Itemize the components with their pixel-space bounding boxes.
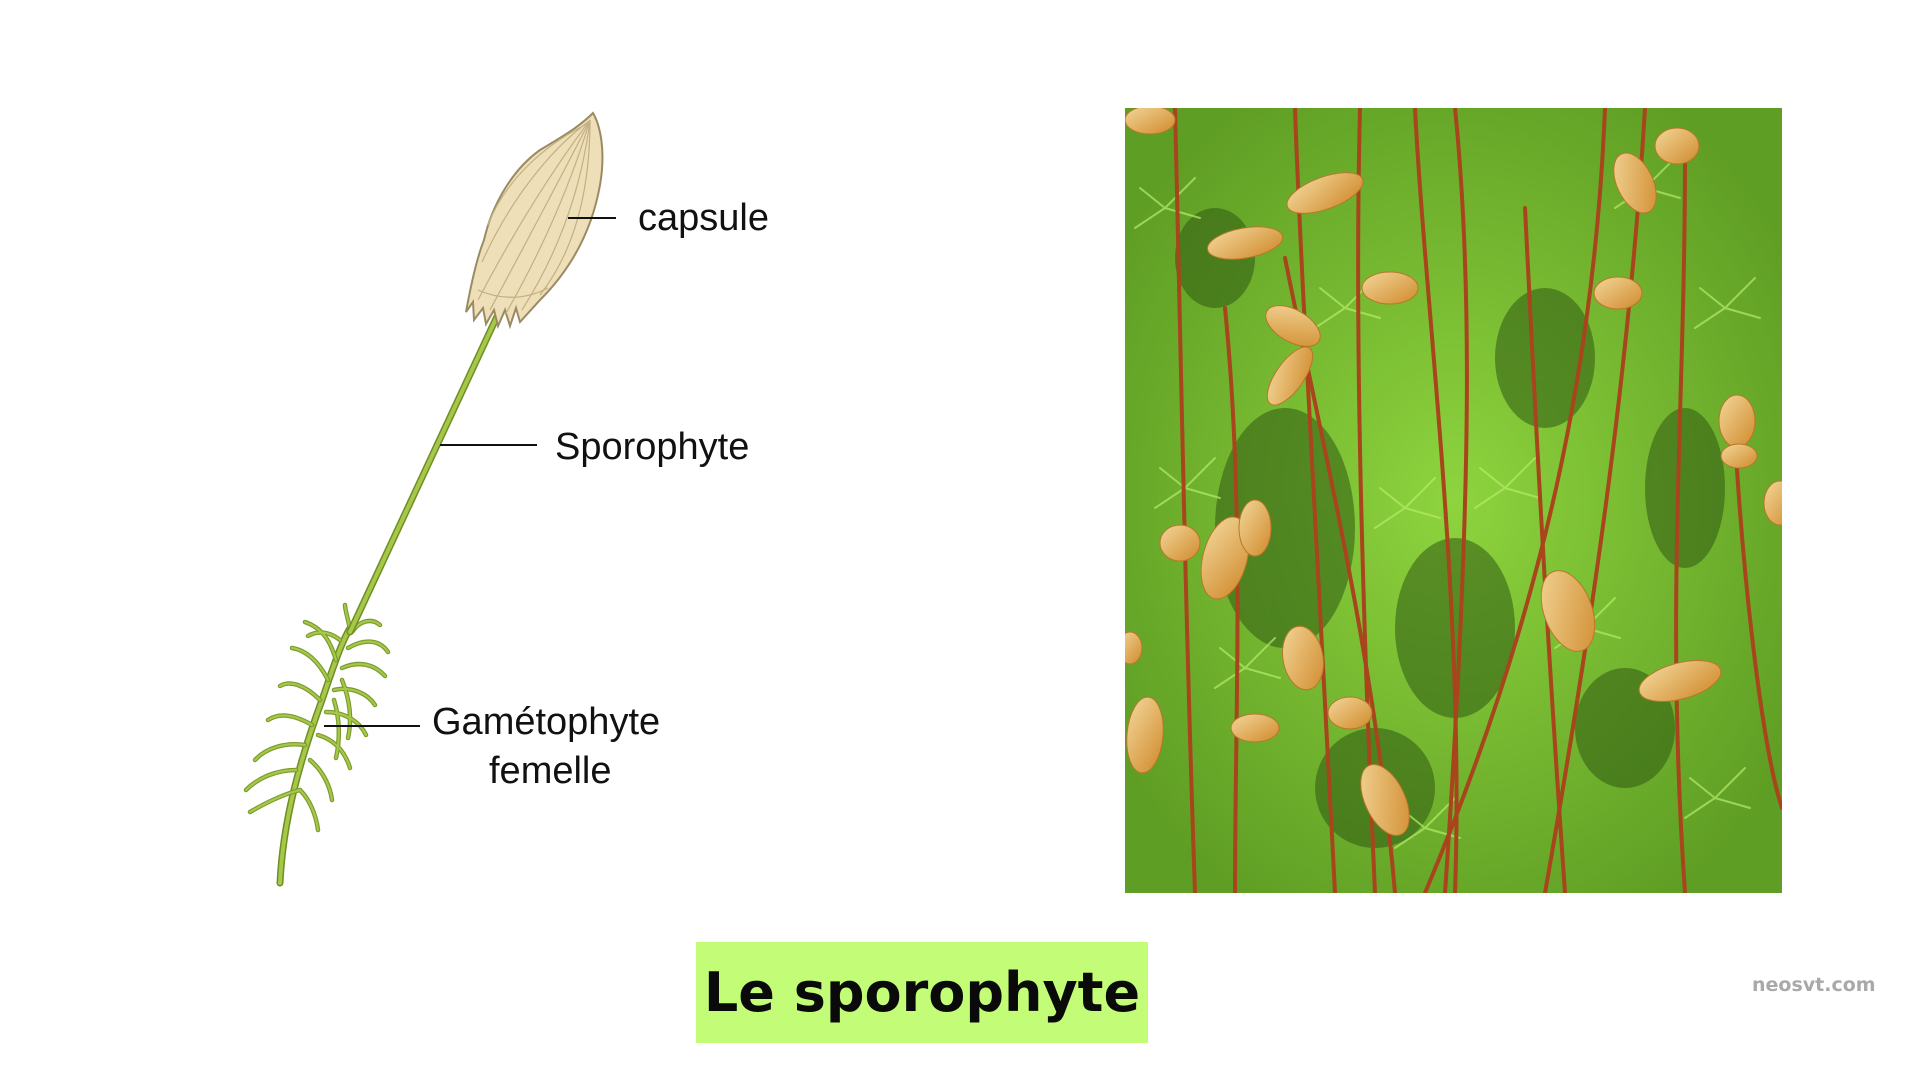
moss-photo-illustration xyxy=(1125,108,1782,893)
sporophyte-label: Sporophyte xyxy=(555,426,750,468)
gametophyte-leader-line xyxy=(324,725,420,727)
gametophyte-label-line1: Gamétophyte xyxy=(432,701,661,743)
slide-title-box: Le sporophyte xyxy=(696,942,1148,1043)
sporophyte-leader-line xyxy=(440,444,537,446)
capsule-leader-line xyxy=(568,217,616,219)
moss-diagram: capsule Sporophyte Gamétophyte femelle xyxy=(0,0,900,1080)
watermark: neosvt.com xyxy=(1752,974,1876,996)
slide-title: Le sporophyte xyxy=(703,961,1141,1024)
moss-photo xyxy=(1125,108,1782,893)
capsule-label: capsule xyxy=(638,197,769,239)
gametophyte-label-line2: femelle xyxy=(489,750,612,792)
moss-plant-illustration xyxy=(243,111,604,887)
